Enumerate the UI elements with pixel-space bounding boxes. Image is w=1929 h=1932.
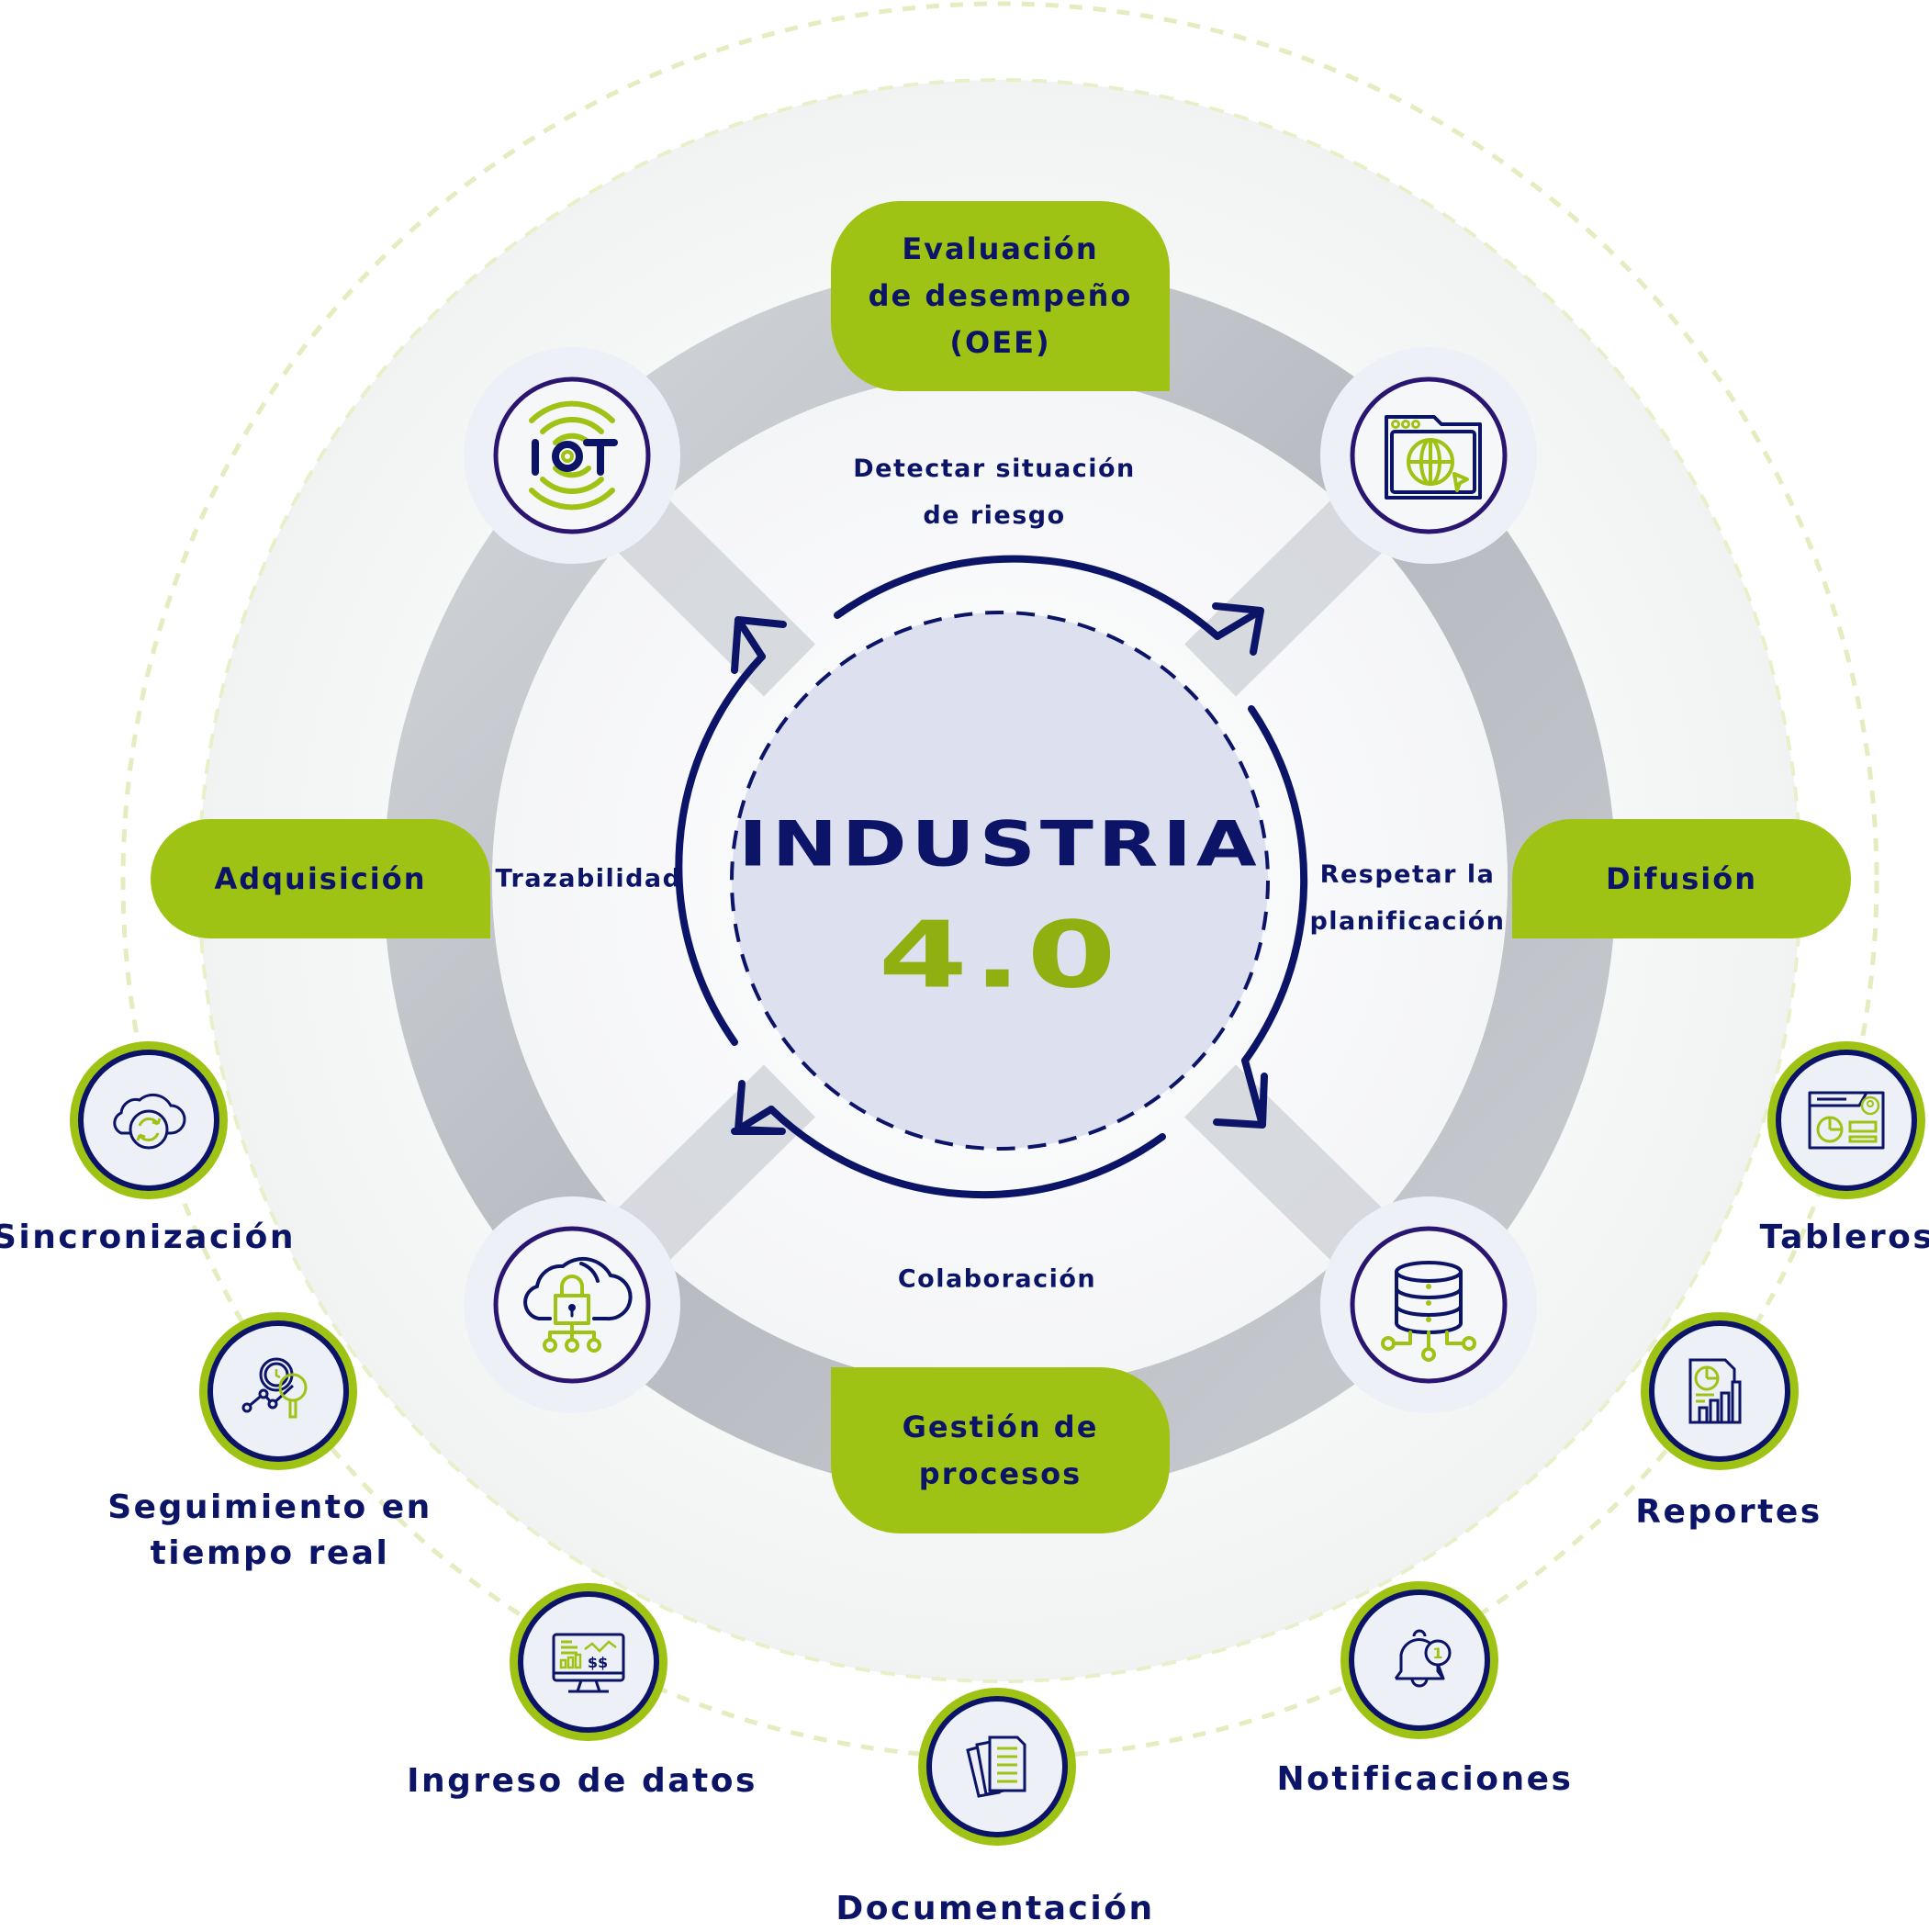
ring-icon-cloud-lock — [464, 1196, 680, 1413]
stage-line: procesos — [918, 1455, 1082, 1491]
label-notificaciones: Notificaciones — [1277, 1757, 1574, 1803]
stage-adquisicion: Adquisición — [151, 819, 490, 938]
feature-tableros — [1767, 1041, 1925, 1199]
center-title: INDUSTRIA — [738, 808, 1262, 882]
stage-evaluacion-desempeno: Evaluación de desempeño (OEE) — [831, 201, 1170, 391]
stage-line: Gestión de — [902, 1409, 1099, 1444]
ring-icon-iot — [464, 347, 680, 564]
arrow-arc-left — [675, 653, 766, 1046]
label-trazabilidad: Trazabilidad — [496, 856, 682, 903]
cloud-sync-icon — [113, 1093, 186, 1150]
dashboard-icon — [1808, 1091, 1885, 1150]
label-line: Notificaciones — [1276, 1760, 1574, 1798]
svg-text:$$: $$ — [588, 1654, 608, 1671]
label-line: Tableros — [1759, 1219, 1929, 1256]
ring-icon-web — [1320, 347, 1537, 564]
center-version: 4.0 — [878, 901, 1122, 1009]
cycle-arrows — [675, 555, 1308, 1199]
label-reportes: Reportes — [1635, 1489, 1822, 1535]
stage-line: de desempeño — [868, 278, 1133, 313]
iot-icon — [529, 400, 618, 511]
label-line: Sincronización — [0, 1219, 296, 1256]
feature-documentacion — [918, 1688, 1076, 1846]
label-line: planificación — [1309, 907, 1506, 936]
label-line: Ingreso de datos — [407, 1762, 757, 1800]
label-seguimiento: Seguimiento en tiempo real — [107, 1485, 432, 1577]
label-line: Colaboración — [897, 1264, 1097, 1294]
label-documentacion: Documentación — [836, 1886, 1154, 1932]
label-line: Seguimiento en — [107, 1488, 432, 1526]
stage-line: (OEE) — [949, 325, 1051, 360]
label-line: Documentación — [836, 1890, 1155, 1927]
label-respetar-planificacion: Respetar la planificación — [1309, 851, 1505, 945]
label-line: de riesgo — [923, 501, 1066, 530]
stage-gestion-procesos: Gestión de procesos — [831, 1367, 1170, 1533]
realtime-tracking-icon — [241, 1357, 308, 1419]
monitor-data-entry-icon: $$ — [552, 1633, 625, 1693]
center-dashed-ring — [730, 611, 1270, 1151]
label-line: Reportes — [1635, 1493, 1822, 1531]
outer-orbit-ring — [120, 1, 1879, 1760]
arrow-arc-top — [834, 555, 1221, 640]
label-tableros: Tableros — [1760, 1215, 1929, 1261]
stage-line: Evaluación — [902, 231, 1099, 266]
stage-line: Adquisición — [214, 860, 427, 896]
documents-icon — [966, 1735, 1026, 1798]
feature-seguimiento — [199, 1312, 357, 1470]
ring-icon-database — [1320, 1196, 1537, 1413]
label-sincronizacion: Sincronización — [0, 1215, 296, 1261]
arrow-arc-right — [1241, 705, 1308, 1064]
label-line: tiempo real — [150, 1534, 390, 1572]
label-line: Trazabilidad — [495, 864, 682, 893]
feature-reportes — [1641, 1312, 1799, 1470]
stage-difusion: Difusión — [1512, 819, 1851, 938]
feature-ingreso: $$ — [510, 1583, 667, 1741]
label-ingreso-datos: Ingreso de datos — [407, 1758, 757, 1804]
database-network-icon — [1381, 1261, 1476, 1362]
notification-badge-count: 1 — [1432, 1645, 1442, 1662]
stage-line: Difusión — [1605, 860, 1757, 896]
feature-notificaciones: 1 — [1340, 1581, 1498, 1739]
label-colaboracion: Colaboración — [898, 1256, 1096, 1303]
cloud-security-network-icon — [523, 1256, 633, 1353]
arrow-arc-bottom — [768, 1106, 1166, 1199]
web-browser-globe-icon — [1385, 415, 1482, 500]
bell-notification-icon: 1 — [1394, 1629, 1452, 1688]
center-circle — [732, 612, 1268, 1149]
label-line: Detectar situación — [853, 455, 1136, 483]
feature-sincronizacion — [70, 1041, 228, 1199]
report-chart-icon — [1688, 1358, 1742, 1424]
label-detectar-riesgo: Detectar situación de riesgo — [853, 445, 1136, 539]
label-line: Respetar la — [1319, 860, 1496, 889]
